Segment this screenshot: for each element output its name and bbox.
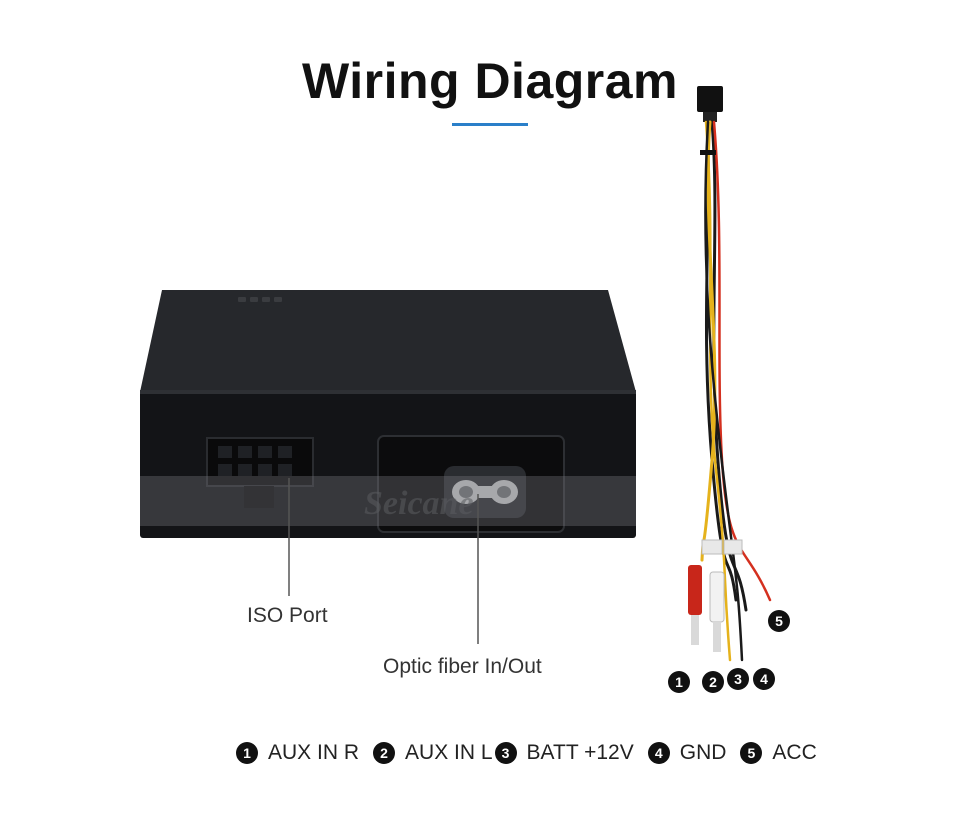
legend-label: AUX IN L <box>405 741 493 764</box>
legend-label: GND <box>679 741 727 764</box>
callout-2: 2 <box>702 671 724 693</box>
legend-label: BATT +12V <box>526 741 634 764</box>
optic-fiber-label: Optic fiber In/Out <box>383 655 542 678</box>
watermark-band <box>140 476 636 526</box>
wire-harness <box>688 86 772 662</box>
callout-1: 1 <box>668 671 690 693</box>
legend-number-badge: 1 <box>236 742 258 764</box>
legend-item-aux-in-l: 2 AUX IN L <box>373 741 493 765</box>
legend-number-badge: 2 <box>373 742 396 764</box>
legend-number-badge: 5 <box>740 742 763 764</box>
legend-label: AUX IN R <box>268 741 360 764</box>
iso-port-label: ISO Port <box>247 604 328 627</box>
callout-5: 5 <box>768 610 790 632</box>
legend-item-batt: 3 BATT +12V <box>494 741 634 765</box>
legend-item-acc: 5 ACC <box>740 741 817 765</box>
diagram-title: Wiring Diagram <box>301 53 679 109</box>
legend-label: ACC <box>772 741 817 764</box>
legend-item-gnd: 4 GND <box>647 741 727 765</box>
legend-item-aux-in-r: 1 AUX IN R <box>236 741 359 765</box>
legend-number-badge: 4 <box>647 742 670 764</box>
optic-fiber-connector <box>377 435 565 533</box>
callout-4: 4 <box>753 668 775 690</box>
callout-3: 3 <box>727 668 749 690</box>
legend-number-badge: 3 <box>494 742 517 764</box>
title-underline <box>452 123 528 126</box>
iso-port-connector <box>206 437 314 508</box>
wire-legend: 1 AUX IN R 2 AUX IN L 3 BATT +12V 4 GND … <box>236 738 831 768</box>
watermark-text: Seicane <box>364 485 474 522</box>
